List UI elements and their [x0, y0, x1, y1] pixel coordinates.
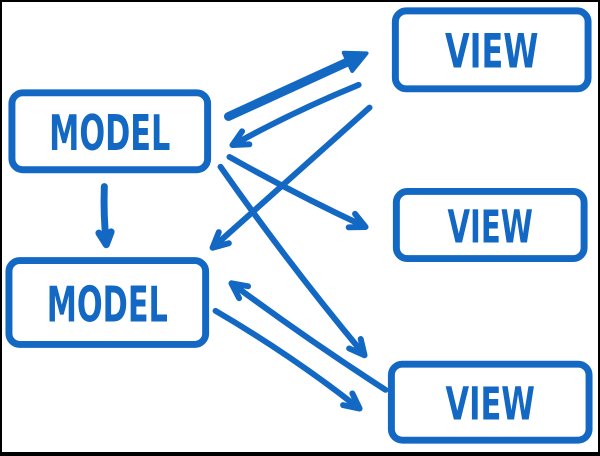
node-model-1-box: [8, 89, 212, 174]
node-view-1-box: [391, 7, 592, 93]
edge-view-1-to-model-2: [209, 104, 373, 251]
edge-view-1-to-model-1: [229, 81, 362, 149]
edge-model-2-to-view-3: [212, 307, 363, 412]
node-view-3-label: VIEW: [446, 378, 535, 431]
edge-model-1-to-view-2-arrowhead-icon: [345, 210, 369, 231]
node-view-2-label: VIEW: [448, 201, 533, 254]
node-model-2-label: MODEL: [47, 276, 168, 334]
node-model-1: MODEL: [8, 89, 212, 174]
edge-view-1-to-model-1-arrowhead-icon: [229, 128, 253, 149]
edge-view-1-to-model-2-arrowhead-icon: [209, 229, 232, 251]
edges-layer: [95, 50, 389, 412]
edge-model-1-to-model-2: [95, 183, 115, 249]
edge-model-1-to-view-1-shaft: [224, 55, 357, 121]
edge-model-2-to-view-3-shaft: [212, 307, 361, 410]
edge-model-1-to-view-3-arrowhead-icon: [346, 335, 368, 359]
node-view-3: VIEW: [387, 360, 593, 444]
edge-model-1-to-view-2: [226, 153, 369, 231]
edge-view-3-to-model-2-arrowhead-icon: [228, 280, 252, 302]
node-view-2-box: [392, 188, 588, 263]
edge-model-1-to-view-2-shaft: [226, 153, 366, 229]
edge-view-1-to-model-2-shaft: [211, 104, 373, 249]
node-view-1-label: VIEW: [445, 24, 538, 79]
edge-model-2-to-view-3-arrowhead-icon: [340, 390, 363, 412]
node-view-3-box: [387, 360, 593, 444]
edge-model-1-to-model-2-arrowhead-icon: [95, 228, 115, 249]
node-view-2: VIEW: [392, 188, 588, 263]
node-view-1: VIEW: [391, 7, 592, 93]
node-model-2-box: [5, 257, 210, 348]
node-model-2: MODEL: [5, 257, 210, 348]
edge-view-3-to-model-2: [228, 280, 389, 393]
node-model-1-label: MODEL: [49, 104, 170, 162]
edge-model-1-to-view-3: [217, 163, 368, 359]
edge-model-1-to-view-1-arrowhead-icon: [341, 50, 369, 73]
edge-model-1-to-view-3-shaft: [217, 163, 366, 356]
nodes-layer: MODEL MODEL VIEW VIEW VIEW: [5, 7, 593, 444]
edge-view-3-to-model-2-shaft: [230, 281, 389, 393]
edge-model-1-to-view-1: [224, 50, 369, 121]
edge-model-1-to-model-2-shaft: [100, 183, 110, 246]
edge-view-1-to-model-1-shaft: [232, 81, 362, 147]
